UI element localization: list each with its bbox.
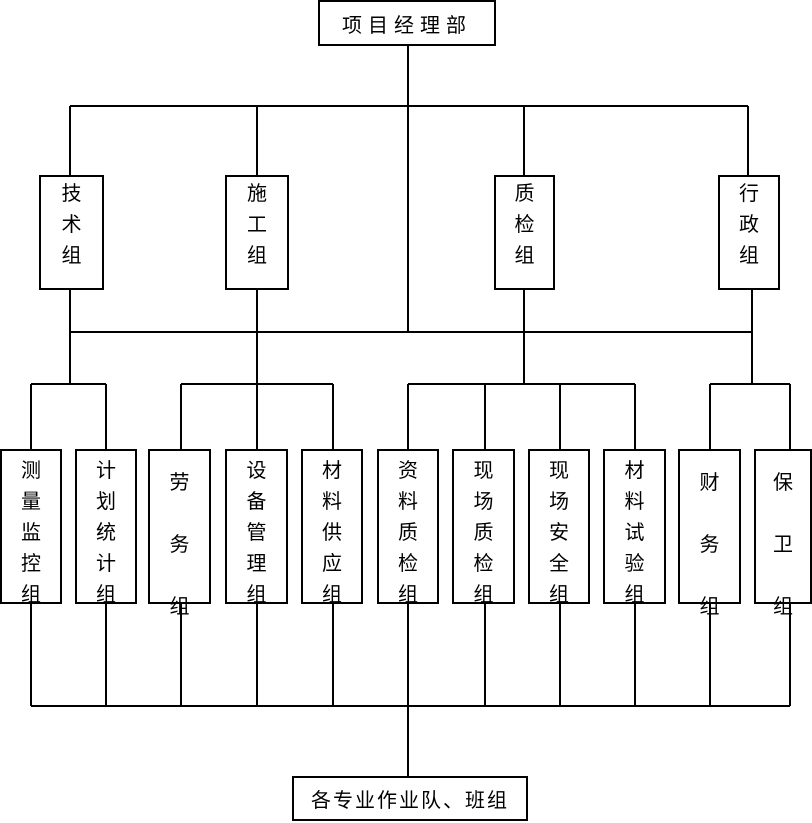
subgroup-box-site-quality: 现 场 质 检 组 bbox=[452, 449, 515, 606]
subgroup-label-survey: 测 量 监 控 组 bbox=[21, 458, 41, 606]
subgroup-label-site-quality: 现 场 质 检 组 bbox=[473, 458, 494, 606]
subgroup-label-equipment: 设 备 管 理 组 bbox=[246, 458, 267, 606]
work-teams-label: 各专业作业队、班组 bbox=[311, 788, 509, 812]
subgroup-label-materials-supply: 材 料 供 应 组 bbox=[322, 458, 342, 606]
project-manager-label: 项目经理部 bbox=[342, 12, 472, 37]
subgroup-box-materials-test: 材 料 试 验 组 bbox=[603, 449, 666, 606]
subgroup-box-finance: 财 务 组 bbox=[678, 449, 741, 618]
subgroup-label-materials-test: 材 料 试 验 组 bbox=[624, 458, 645, 606]
subgroup-label-security: 保 卫 组 bbox=[773, 470, 793, 618]
subgroup-box-equipment: 设 备 管 理 组 bbox=[225, 449, 288, 606]
group-box-tech: 技 术 组 bbox=[39, 175, 104, 290]
subgroup-box-site-safety: 现 场 安 全 组 bbox=[528, 449, 590, 606]
subgroup-label-data-quality: 资 料 质 检 组 bbox=[398, 458, 418, 606]
subgroup-label-labor: 劳 务 组 bbox=[169, 470, 190, 618]
group-label-quality: 质 检 组 bbox=[514, 181, 535, 267]
subgroup-box-survey: 测 量 监 控 组 bbox=[0, 449, 62, 606]
group-label-admin: 行 政 组 bbox=[739, 181, 759, 267]
group-label-tech: 技 术 组 bbox=[61, 181, 82, 267]
group-box-construction: 施 工 组 bbox=[225, 175, 289, 290]
group-box-admin: 行 政 组 bbox=[718, 175, 780, 290]
group-label-construction: 施 工 组 bbox=[247, 181, 267, 267]
project-manager-box: 项目经理部 bbox=[318, 0, 496, 46]
group-box-quality: 质 检 组 bbox=[494, 175, 555, 290]
work-teams-box: 各专业作业队、班组 bbox=[292, 776, 528, 821]
subgroup-label-site-safety: 现 场 安 全 组 bbox=[549, 458, 569, 606]
subgroup-box-security: 保 卫 组 bbox=[754, 449, 812, 618]
subgroup-box-materials-supply: 材 料 供 应 组 bbox=[301, 449, 363, 606]
subgroup-label-planning: 计 划 统 计 组 bbox=[96, 458, 116, 606]
subgroup-box-planning: 计 划 统 计 组 bbox=[75, 449, 137, 606]
subgroup-label-finance: 财 务 组 bbox=[699, 470, 720, 618]
subgroup-box-labor: 劳 务 组 bbox=[148, 449, 211, 618]
subgroup-box-data-quality: 资 料 质 检 组 bbox=[377, 449, 439, 606]
